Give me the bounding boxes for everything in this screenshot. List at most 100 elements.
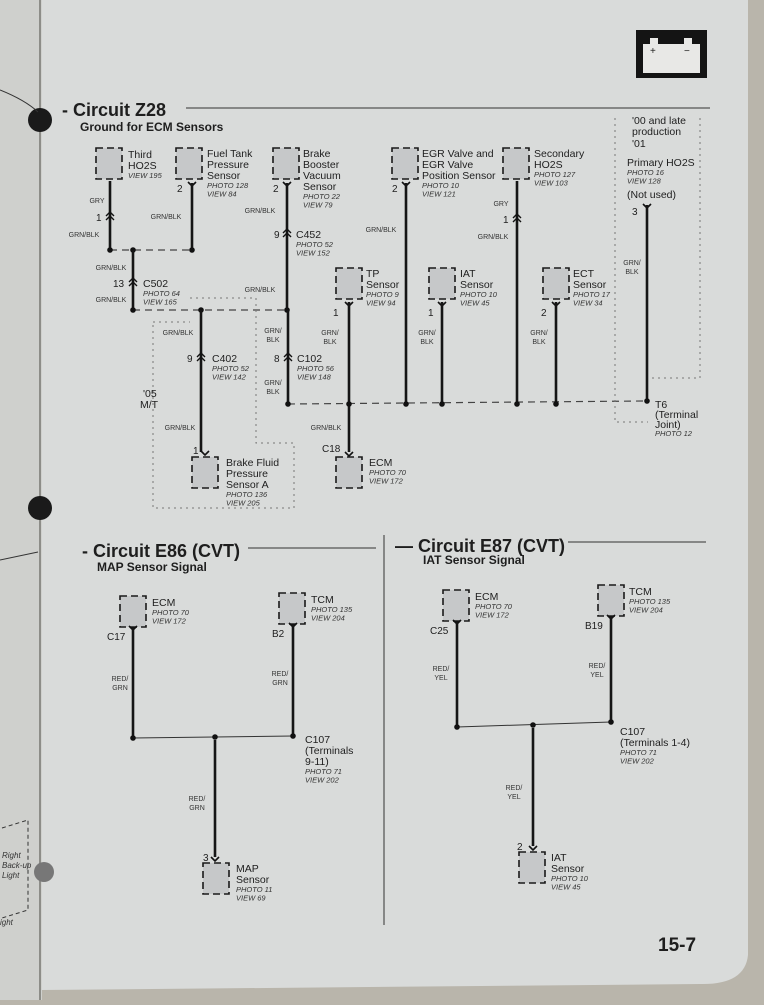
secondary-ho2s-ref: PHOTO 127: [534, 170, 576, 179]
pin-number: 2: [273, 184, 279, 195]
pin-number: C25: [430, 626, 449, 637]
map-sensor-ref: VIEW 69: [236, 894, 266, 903]
pin-number: 2: [517, 842, 523, 853]
junction-c107-name: (Terminals 1-4): [620, 737, 690, 749]
splice-node: [346, 401, 352, 407]
terminal-joint-t6-ref: PHOTO 12: [655, 429, 693, 438]
brake-booster-vacuum-sensor-name: Booster: [303, 159, 340, 171]
wire-color-label: GRN: [112, 685, 128, 692]
inline-connector-icon: [128, 277, 138, 287]
wire-color-label: GRN/BLK: [96, 297, 127, 304]
splice-node: [212, 734, 218, 740]
pin-number: 1: [96, 213, 102, 224]
splice-node: [514, 401, 520, 407]
wire-color-label: GRN/BLK: [366, 227, 397, 234]
fuel-tank-pressure-sensor-ref: PHOTO 128: [207, 181, 249, 190]
wire-color-label: GRN/BLK: [245, 208, 276, 215]
binder-hole: [34, 862, 54, 882]
option-region-outline: [614, 118, 701, 423]
model-note: M/T: [140, 399, 159, 411]
facing-page-line: [0, 89, 39, 113]
brake-booster-vacuum-sensor-name: Brake: [303, 148, 331, 160]
e87-tcm-ref: VIEW 204: [629, 606, 663, 615]
primary-ho2s-name: Primary HO2S: [627, 157, 695, 169]
splice-node: [403, 401, 409, 407]
battery-icon: + −: [636, 30, 707, 78]
junction-c107-name: (Terminals: [305, 745, 353, 757]
junction-c107-ref: VIEW 202: [305, 776, 340, 785]
brake-fluid-pressure-sensor-a-name: Pressure: [226, 468, 268, 480]
pin-number: C18: [322, 444, 341, 455]
wire-color-label: GRY: [493, 201, 508, 208]
e87-ecm-ref: PHOTO 70: [475, 602, 513, 611]
connector-box: [335, 456, 363, 489]
ect-sensor-ref: VIEW 34: [573, 299, 603, 308]
junction-c107-name: 9-11): [305, 756, 329, 768]
wire-color-label: GRN/BLK: [165, 425, 196, 432]
wire-color-label: GRN/BLK: [311, 425, 342, 432]
binder-hole: [28, 496, 52, 520]
brake-booster-vacuum-sensor-ref: PHOTO 22: [303, 192, 341, 201]
terminal-icon: [200, 450, 210, 457]
facing-page-box: [1, 819, 29, 919]
connector-c502-ref: VIEW 165: [143, 298, 178, 307]
wire-color-label: BLK: [420, 339, 434, 346]
connector-box: [502, 147, 530, 180]
connector-box: [119, 595, 147, 628]
wire-color-label: BLK: [266, 337, 280, 344]
pin-number: 1: [333, 308, 339, 319]
connector-box: [95, 147, 123, 180]
inline-connector-icon: [196, 352, 206, 362]
battery-minus: −: [684, 46, 690, 57]
splice-node: [107, 247, 113, 253]
egr-valve-position-sensor-name: Position Sensor: [422, 170, 496, 182]
inline-connector-icon: [512, 213, 522, 223]
circuit-e86-title: - Circuit E86 (CVT): [82, 541, 240, 561]
circuit-z28-title: - Circuit Z28: [62, 100, 166, 120]
wire-color-label: YEL: [434, 675, 447, 682]
production-note: '00 and late: [632, 115, 686, 127]
e86-ecm-ref: VIEW 172: [152, 617, 187, 626]
model-note: '05: [143, 388, 157, 400]
fuel-tank-pressure-sensor-ref: VIEW 84: [207, 190, 237, 199]
connector-box: [597, 584, 625, 617]
primary-ho2s-ref: PHOTO 16: [627, 168, 665, 177]
ect-sensor-name: ECT: [573, 268, 595, 280]
ect-sensor-name: Sensor: [573, 279, 607, 291]
fuel-tank-pressure-sensor-name: Pressure: [207, 159, 249, 171]
iat-sensor-ref: VIEW 45: [460, 299, 490, 308]
wire-color-label: GRN/BLK: [69, 232, 100, 239]
facing-page-text: Light: [2, 871, 20, 880]
pin-number: 3: [632, 207, 638, 218]
e86-tcm-name: TCM: [311, 594, 334, 606]
terminal-icon: [210, 856, 220, 863]
inline-connector-icon: [282, 228, 292, 238]
splice-node: [454, 724, 460, 730]
junction-c107-ref: PHOTO 71: [620, 748, 657, 757]
wire-color-label: GRN: [189, 805, 205, 812]
egr-valve-position-sensor-name: EGR Valve and: [422, 148, 494, 160]
pin-number: 13: [113, 279, 125, 290]
iat-sensor-name: Sensor: [460, 279, 494, 291]
connector-c102-ref: PHOTO 56: [297, 364, 335, 373]
connector-box: [428, 267, 456, 300]
connector-c502-ref: PHOTO 64: [143, 289, 180, 298]
connector-box: [542, 267, 570, 300]
third-ho2s-name: Third: [128, 149, 152, 161]
splice-node: [130, 307, 136, 313]
connector-c502-name: C502: [143, 278, 168, 290]
wire-color-label: GRN/: [264, 380, 282, 387]
tp-sensor-ref: VIEW 94: [366, 299, 396, 308]
splice-node: [189, 247, 195, 253]
wire-color-label: GRN/: [321, 330, 339, 337]
wire-color-label: RED/: [272, 671, 289, 678]
e86-tcm-ref: VIEW 204: [311, 614, 345, 623]
wire-color-label: RED/: [112, 676, 129, 683]
page-number: 15-7: [658, 935, 696, 956]
splice-node: [530, 722, 536, 728]
egr-valve-position-sensor-name: EGR Valve: [422, 159, 473, 171]
production-note: production: [632, 126, 681, 138]
e87-ecm-name: ECM: [475, 591, 498, 603]
junction-c107-name: C107: [620, 726, 645, 738]
connector-c452-ref: PHOTO 52: [296, 240, 334, 249]
